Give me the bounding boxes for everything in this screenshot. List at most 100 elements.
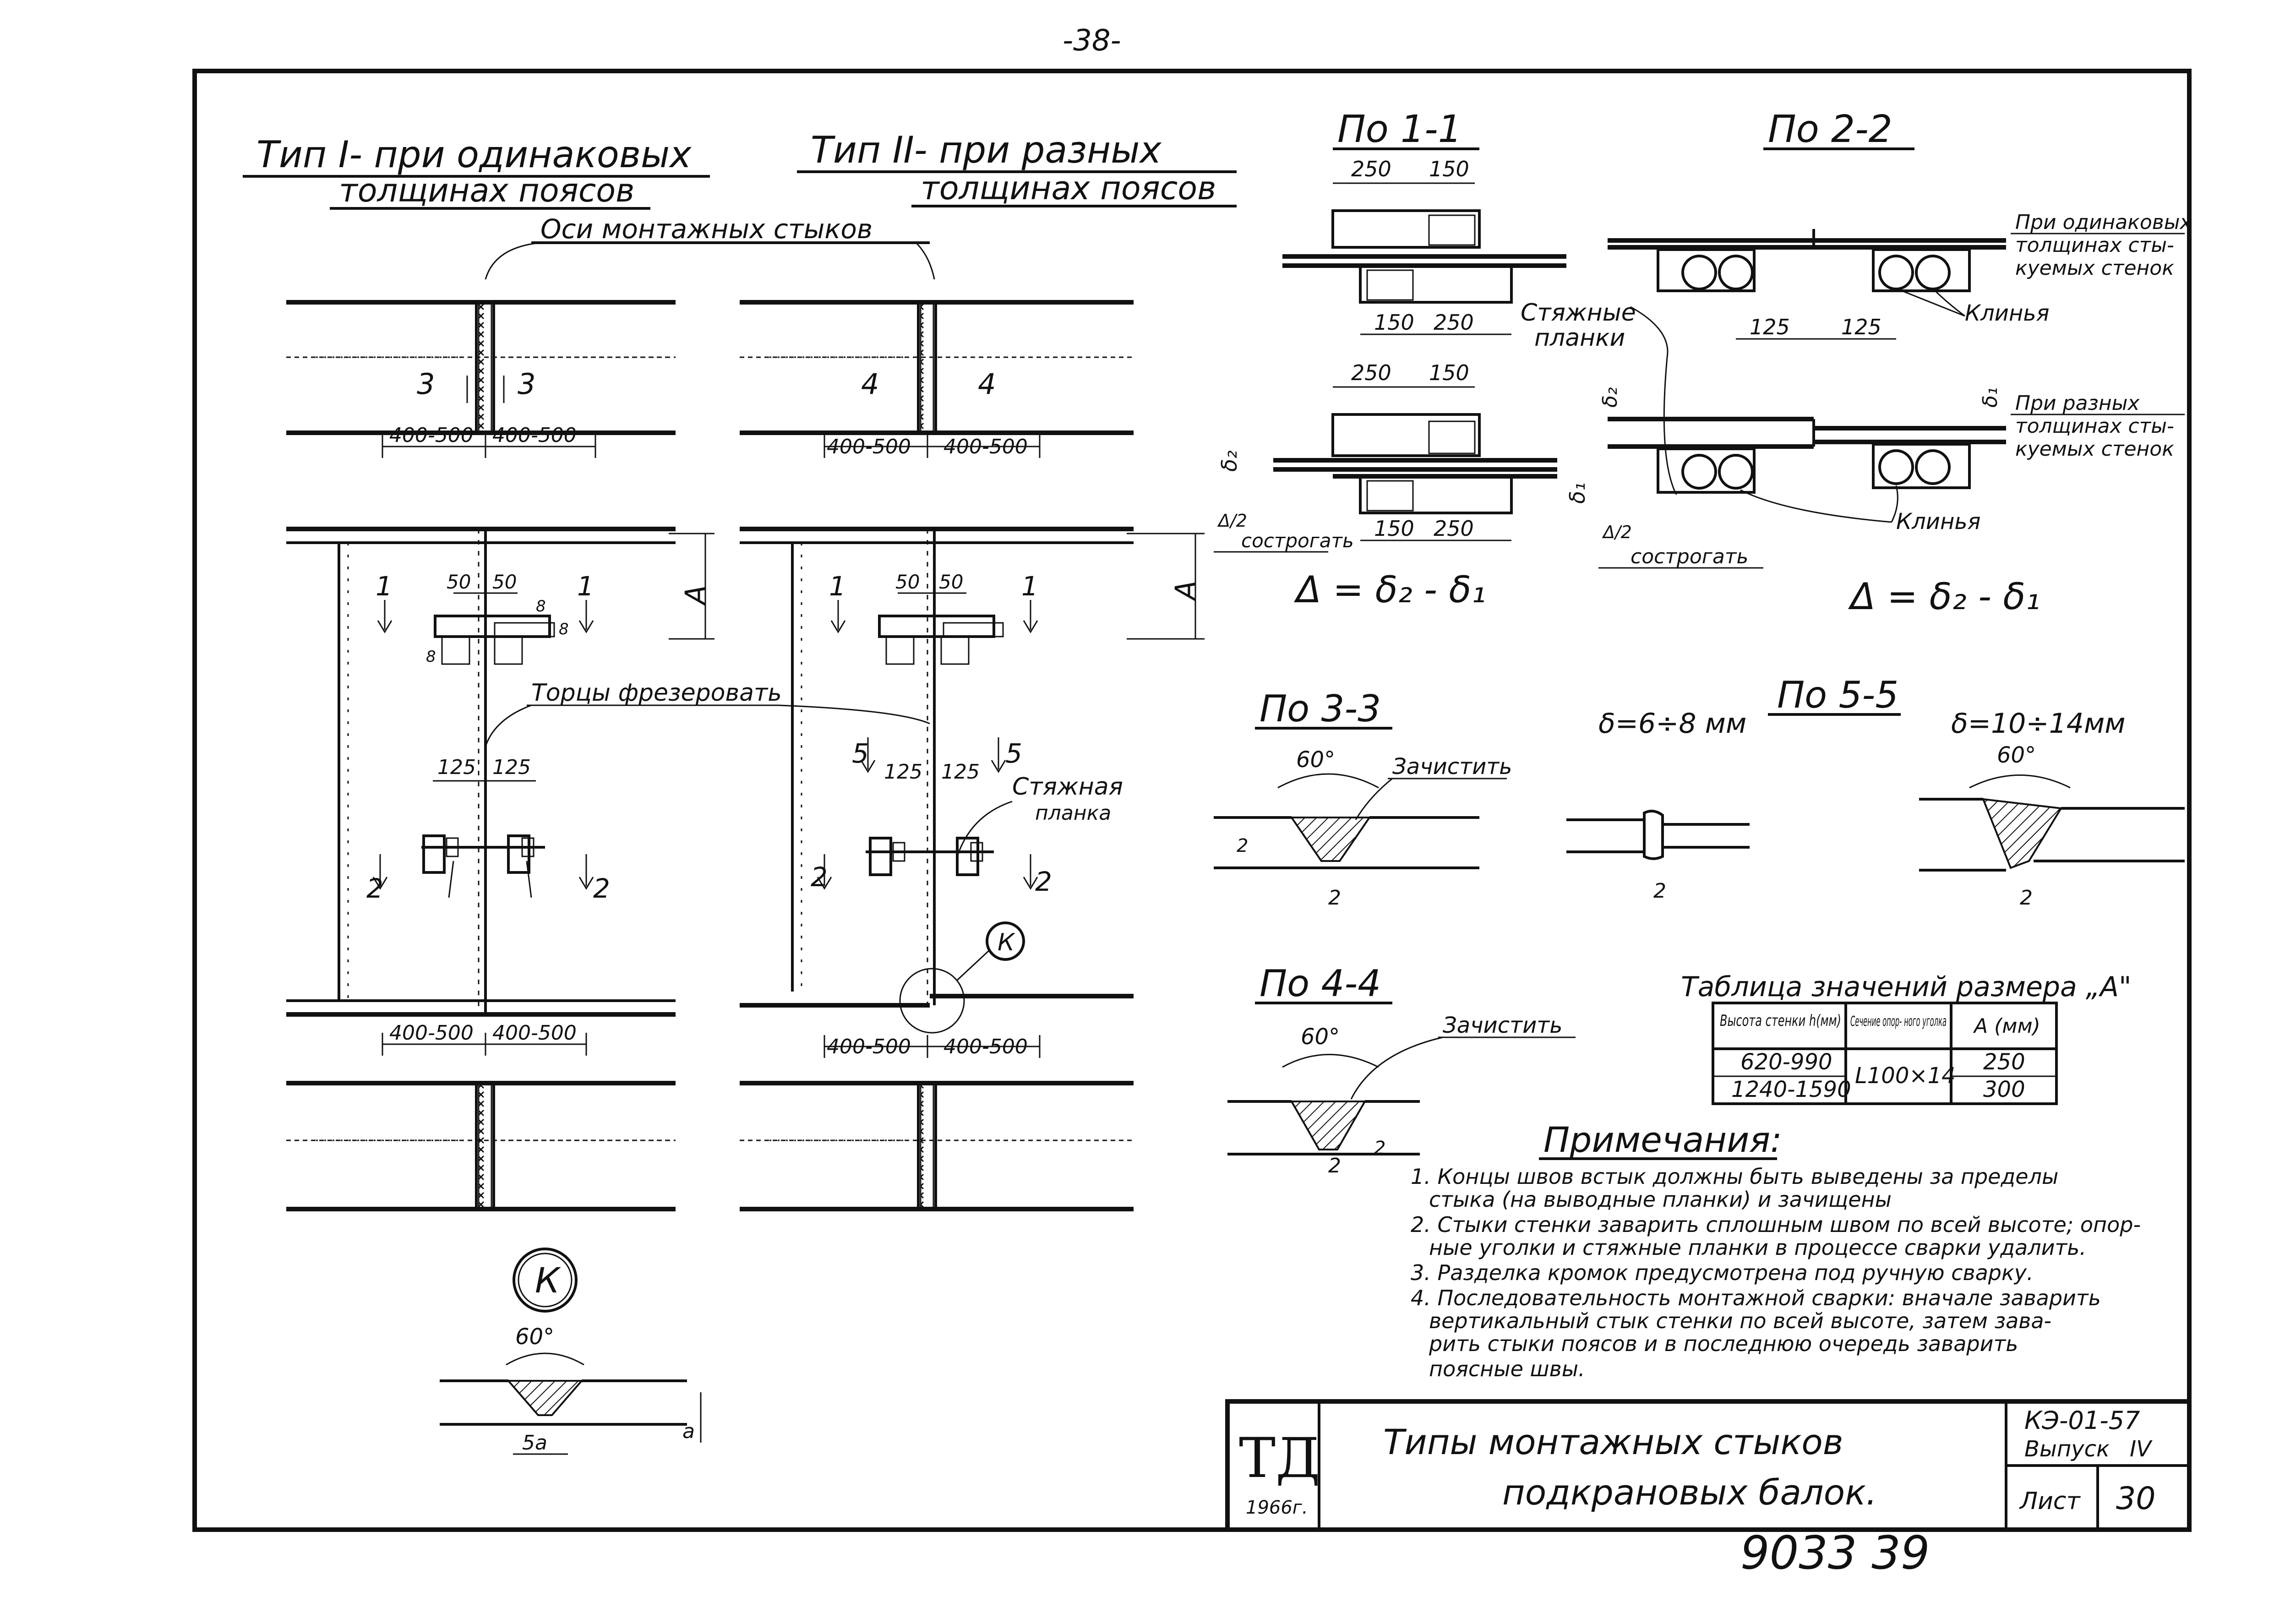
type1-web-dim-left: 400-500 xyxy=(389,1021,474,1045)
s44-angle: 60° xyxy=(1301,1024,1340,1050)
note-line-5: 3. Разделка кромок предусмотрена под руч… xyxy=(1411,1260,2034,1285)
s44-gap-root: 2 xyxy=(1328,1154,1341,1177)
section-2-2-title: По 2-2 xyxy=(1768,108,1892,151)
title-issue: IV xyxy=(2130,1436,2153,1462)
type2-dim-125-left: 125 xyxy=(884,760,922,784)
s11-bot-250: 250 xyxy=(1434,310,1474,335)
s22-plane-text: сострогать xyxy=(1631,545,1748,568)
handwritten-number: 9033 39 xyxy=(1740,1526,1930,1580)
type2-web-elevation: 50 50 1 1 A 5 5 125 125 Стяжная планка 2… xyxy=(740,527,1205,1058)
s22-diff-line3: куемых стенок xyxy=(2015,437,2174,461)
type2-cut-2-right: 2 xyxy=(1035,866,1052,897)
type1-dim-right: 400-500 xyxy=(492,424,577,447)
axes-leader-left xyxy=(485,242,541,280)
type1-cut-2-left: 2 xyxy=(366,873,383,904)
type2-subheading: толщинах поясов xyxy=(921,169,1216,207)
axes-leader-right xyxy=(915,242,935,280)
s22-same-line1: При одинаковых xyxy=(2015,211,2192,234)
title-sheet-label: Лист xyxy=(2019,1488,2081,1515)
s22-formula: Δ = δ₂ - δ₁ xyxy=(1848,575,2040,618)
page-number: -38- xyxy=(1063,24,1121,58)
type2-cut-1-left: 1 xyxy=(829,571,846,602)
s22-same-line2: толщинах сты- xyxy=(2015,234,2174,257)
type1-cut-2-right: 2 xyxy=(593,873,610,904)
section-5-5-title: По 5-5 xyxy=(1777,674,1898,716)
note-line-3: 2. Стыки стенки заварить сплошным швом п… xyxy=(1411,1212,2141,1237)
s33-gap-side: 2 xyxy=(1237,835,1248,856)
section-4-4-title: По 4-4 xyxy=(1260,962,1381,1005)
type1-sect-3-left: 3 xyxy=(417,367,435,401)
note-line-6: 4. Последовательность монтажной сварки: … xyxy=(1411,1286,2101,1310)
dimension-A-table: Таблица значений размера „A" Высота стен… xyxy=(1681,971,2132,1105)
s33-clean: Зачистить xyxy=(1392,754,1512,779)
type2-heading: Тип II- при разных xyxy=(811,129,1162,171)
section-1-1: По 1-1 250 150 150 250 Стяжные планки 25… xyxy=(1214,108,1677,611)
note-line-9: поясные швы. xyxy=(1429,1357,1585,1381)
table-header-section: Сечение опор- ного уголка xyxy=(1850,1014,1947,1030)
table-header-h: Высота стенки h(мм) xyxy=(1720,1012,1841,1030)
type2-sect-4-left: 4 xyxy=(861,367,879,401)
s11-delta2: δ₂ xyxy=(1217,450,1242,472)
type1-dim-8-bottom: 8 xyxy=(426,648,436,666)
title-line-2: подкрановых балок. xyxy=(1502,1472,1877,1513)
s22-diff-line1: При разных xyxy=(2015,392,2140,415)
s11-top-150: 150 xyxy=(1429,157,1469,181)
section-4-4: По 4-4 60° Зачистить 2 2 xyxy=(1227,962,1576,1177)
table-header-A: A (мм) xyxy=(1973,1014,2040,1038)
detail-K-label: К xyxy=(535,1260,561,1301)
type2-strap-label-1: Стяжная xyxy=(1012,773,1123,801)
type2-dim-right: 400-500 xyxy=(943,435,1028,458)
axes-label: Оси монтажных стыков xyxy=(540,213,873,245)
type1-web-elevation: 50 50 8 8 8 1 1 A Торцы фрезеровать 125 … xyxy=(286,527,930,1056)
s22-dim-125-right: 125 xyxy=(1841,315,1881,339)
s11-formula: Δ = δ₂ - δ₁ xyxy=(1293,568,1486,611)
type2-bottom-flange xyxy=(740,1081,1134,1211)
type1-dim-8-side: 8 xyxy=(559,620,569,638)
type2-dim-left: 400-500 xyxy=(827,435,911,458)
s44-clean: Зачистить xyxy=(1443,1013,1563,1038)
type2-detail-K-marker: К xyxy=(998,929,1015,956)
type1-heading: Тип I- при одинаковых xyxy=(256,133,692,176)
type2-cut-1-right: 1 xyxy=(1021,571,1038,602)
title-series: КЭ-01-57 xyxy=(2024,1406,2140,1435)
s44-gap-side: 2 xyxy=(1374,1138,1385,1159)
type1-subheading: толщинах поясов xyxy=(339,172,634,209)
type1-dim-50-left: 50 xyxy=(447,571,471,593)
s22-delta2: δ₂ xyxy=(1598,387,1622,408)
s22-wedges-top: Клинья xyxy=(1965,300,2050,326)
type2-sect-5-left: 5 xyxy=(852,738,869,769)
type2-strap-label-2: планка xyxy=(1035,801,1111,825)
type2-cut-2-left: 2 xyxy=(811,861,828,893)
title-line-1: Типы монтажных стыков xyxy=(1383,1422,1843,1462)
type2-dim-50-left: 50 xyxy=(895,571,920,593)
s11-top-250: 250 xyxy=(1351,157,1391,181)
type1-dim-50-right: 50 xyxy=(492,571,517,593)
type1-dim-left: 400-500 xyxy=(389,424,474,447)
s22-same-line3: куемых стенок xyxy=(2015,256,2174,280)
s11b-bot-150: 150 xyxy=(1374,516,1414,541)
drawing-frame xyxy=(192,69,2192,1532)
type1-dim-125-right: 125 xyxy=(492,756,531,779)
s22-half-delta: Δ/2 xyxy=(1602,522,1632,542)
title-sheet-number: 30 xyxy=(2116,1481,2156,1517)
s11-half-delta: Δ/2 xyxy=(1217,511,1247,531)
section-2-2: По 2-2 При одинаковых толщинах сты- куем… xyxy=(1598,108,2192,618)
note-line-4: ные уголки и стяжные планки в процессе с… xyxy=(1429,1235,2086,1260)
s55-thick-range: δ=10÷14мм xyxy=(1951,708,2125,740)
type1-dim-8-top: 8 xyxy=(536,597,546,616)
type2-sect-5-right: 5 xyxy=(1005,738,1022,769)
type1-dim-125-left: 125 xyxy=(437,756,476,779)
title-issue-label: Выпуск xyxy=(2024,1436,2110,1462)
table-row1-A: 250 xyxy=(1983,1049,2025,1075)
section-1-1-title: По 1-1 xyxy=(1337,108,1462,151)
table-title: Таблица значений размера „A" xyxy=(1681,971,2132,1003)
title-logo: ТД xyxy=(1239,1427,1320,1490)
type1-bottom-flange xyxy=(286,1081,676,1211)
notes: Примечания: 1. Концы швов встык должны б… xyxy=(1411,1119,2141,1381)
note-line-1: 1. Концы швов встык должны быть выведены… xyxy=(1411,1164,2058,1189)
s55-gap-thick: 2 xyxy=(2020,886,2033,910)
table-section-value: L100×14 xyxy=(1855,1063,1956,1089)
s33-gap-root: 2 xyxy=(1328,886,1341,910)
type2-web-dim-left: 400-500 xyxy=(827,1035,911,1058)
note-line-7: вертикальный стык стенки по всей высоте,… xyxy=(1429,1308,2051,1333)
